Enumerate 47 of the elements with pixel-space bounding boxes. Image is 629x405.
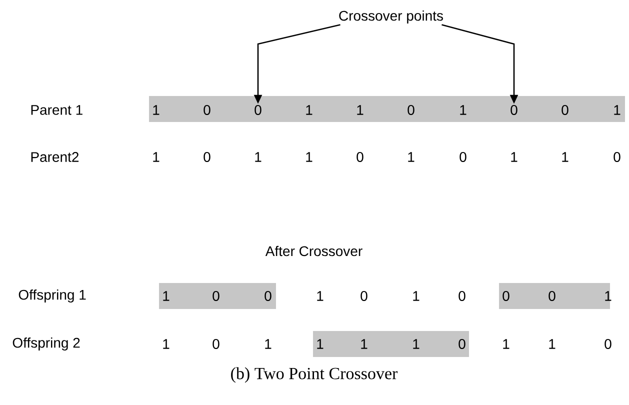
bit-digit: 0 xyxy=(264,291,272,301)
row-label: Offspring 1 xyxy=(18,289,86,303)
bit-digit: 0 xyxy=(458,291,466,301)
caption: (b) Two Point Crossover xyxy=(231,367,398,383)
bit-digit: 0 xyxy=(204,105,210,115)
bit-digit: 0 xyxy=(212,339,220,349)
row-label: Parent2 xyxy=(31,152,79,162)
bit-digit: 1 xyxy=(408,152,414,162)
bit-digit: 1 xyxy=(357,105,364,115)
bit-digit: 1 xyxy=(153,105,160,115)
bit-digit: 1 xyxy=(265,339,272,349)
bit-digit: 1 xyxy=(163,339,170,349)
bit-digit: 1 xyxy=(163,291,170,301)
bit-digit: 1 xyxy=(605,291,612,301)
bit-digit: 1 xyxy=(503,339,510,349)
bit-digit: 1 xyxy=(614,105,620,115)
bit-digit: 0 xyxy=(548,291,556,301)
bit-digit: 0 xyxy=(510,105,518,115)
bit-digit: 1 xyxy=(361,339,368,349)
bit-digit: 0 xyxy=(204,152,210,162)
bit-digit: 0 xyxy=(502,291,510,301)
bit-digit: 1 xyxy=(460,105,466,115)
bit-digit: 1 xyxy=(306,105,312,115)
bit-digit: 1 xyxy=(306,152,312,162)
bit-digit: 0 xyxy=(614,152,620,162)
bit-digit: 1 xyxy=(255,152,262,162)
bit-digit: 0 xyxy=(212,291,220,301)
section-heading: After Crossover xyxy=(265,246,362,256)
bit-digit: 0 xyxy=(356,152,364,162)
bit-digit: 0 xyxy=(562,105,568,115)
bit-digit: 0 xyxy=(254,105,262,115)
bit-digit: 1 xyxy=(549,339,556,349)
bit-digit: 1 xyxy=(562,152,568,162)
bit-digit: 0 xyxy=(604,339,612,349)
bit-digit: 1 xyxy=(413,291,420,301)
bit-digit: 1 xyxy=(317,339,324,349)
bit-digit: 1 xyxy=(153,152,160,162)
row-label: Parent 1 xyxy=(31,105,82,115)
bit-digit: 1 xyxy=(511,152,518,162)
bit-digit: 1 xyxy=(317,291,324,301)
callout-text: Crossover points xyxy=(339,10,443,24)
bit-digit: 1 xyxy=(413,339,420,349)
bit-digit: 0 xyxy=(460,152,466,162)
bit-digit: 0 xyxy=(360,291,368,301)
row-label: Offspring 2 xyxy=(12,337,80,351)
bit-digit: 0 xyxy=(458,339,466,349)
bit-digit: 0 xyxy=(408,105,414,115)
